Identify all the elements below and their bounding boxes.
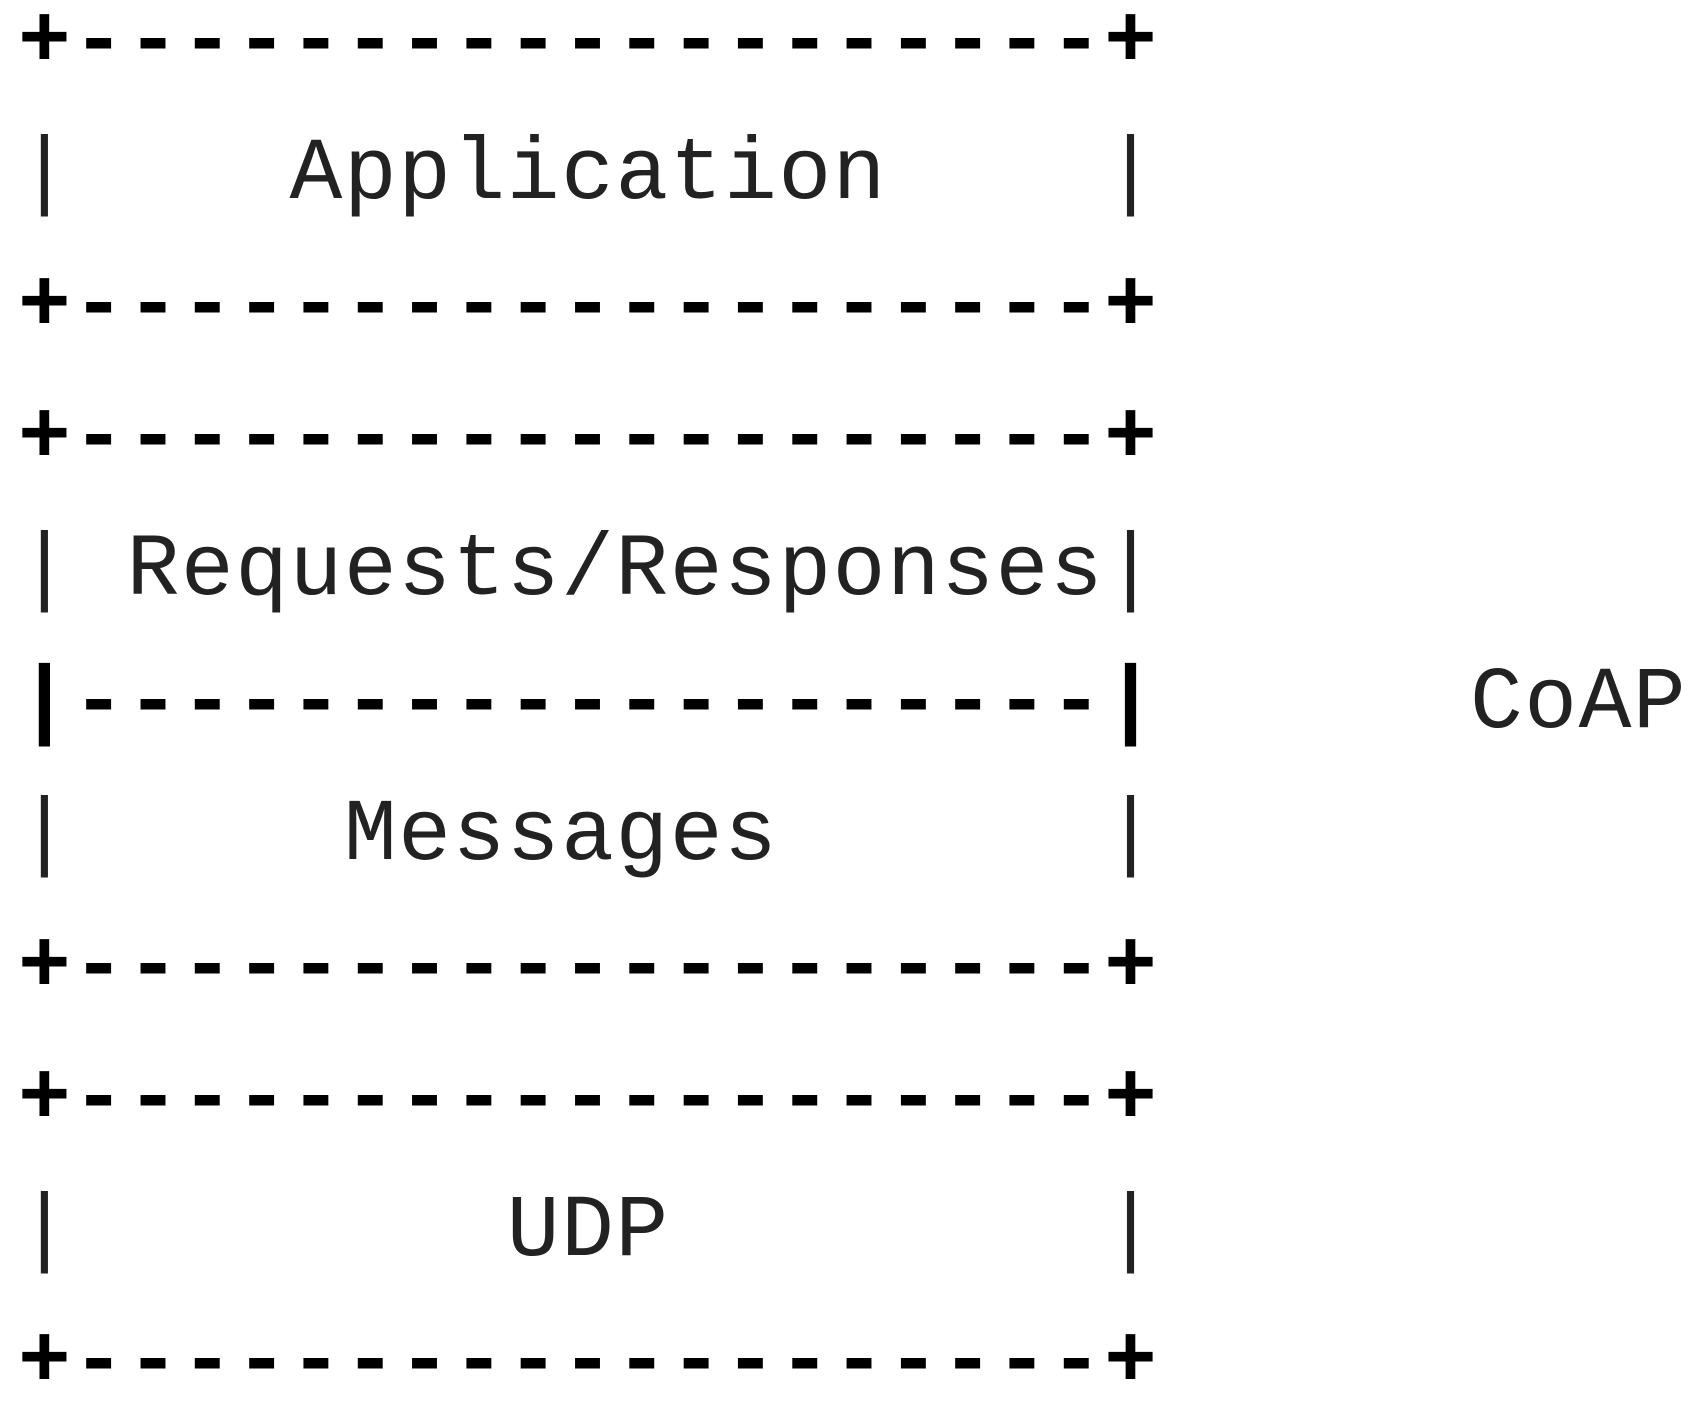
coap-side-label: CoAP [1470, 655, 1688, 754]
border-top-udp: +-------------------+ [18, 1051, 1159, 1150]
border-bottom-application: +-------------------+ [18, 258, 1159, 357]
coap-internal-divider: |-------------------| [18, 655, 1159, 754]
border-top-coap: +-------------------+ [18, 390, 1159, 489]
layer-requests-responses: | Requests/Responses| [18, 522, 1159, 621]
border-bottom-coap: +-------------------+ [18, 919, 1159, 1018]
layer-application: | Application | [18, 126, 1159, 225]
border-top-application: +-------------------+ [18, 0, 1159, 93]
layer-messages: | Messages | [18, 787, 1159, 886]
layer-udp: | UDP | [18, 1183, 1159, 1282]
border-bottom-udp: +-------------------+ [18, 1314, 1159, 1413]
